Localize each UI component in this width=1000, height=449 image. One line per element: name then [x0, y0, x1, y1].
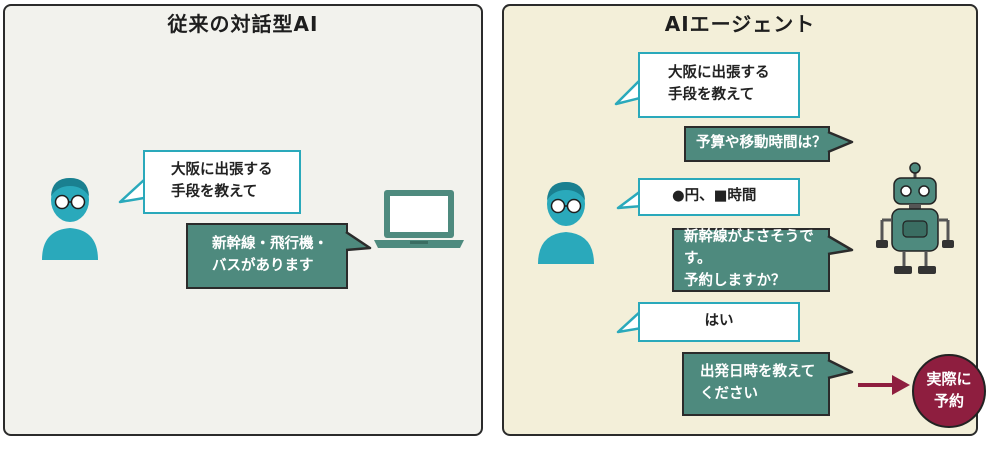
ai-reply-bubble: 新幹線・飛行機・ バスがあります [186, 223, 348, 289]
chat-message-text: 予算や移動時間は？ [696, 135, 827, 152]
laptop-icon [374, 190, 464, 248]
chat-message-text: はい [704, 313, 734, 330]
bubble-tail [614, 79, 641, 106]
bubble-tail [827, 130, 854, 154]
bubble-tail [827, 234, 854, 256]
conventional-ai-title: 従来の対話型AI [167, 12, 319, 36]
chat-message-user: はい [638, 302, 800, 342]
reserve-action-label: 実際に 予約 [926, 370, 972, 410]
ai-agent-title: AIエージェント [664, 12, 816, 36]
arrow-right-icon [858, 375, 910, 395]
reserve-action-badge: 実際に 予約 [912, 354, 986, 428]
chat-message-agent: 出発日時を教えて ください [682, 352, 830, 416]
bubble-tail [345, 230, 372, 252]
bubble-tail [616, 309, 643, 334]
chat-message-agent: 新幹線がよさそうです。 予約しますか？ [672, 228, 830, 292]
user-message-bubble: 大阪に出張する 手段を教えて [143, 150, 301, 214]
bubble-tail [118, 179, 145, 204]
person-icon [538, 182, 594, 264]
bubble-tail [616, 189, 643, 210]
ai-reply-text: 新幹線・飛行機・ バスがあります [212, 236, 328, 274]
robot-icon [876, 162, 954, 274]
chat-message-user: 大阪に出張する 手段を教えて [638, 52, 800, 118]
bubble-tail [827, 358, 854, 380]
chat-message-user: ●円、■時間 [638, 178, 800, 216]
chat-message-text: 新幹線がよさそうです。 予約しますか？ [684, 229, 814, 289]
chat-message-text: ●円、■時間 [672, 188, 757, 205]
user-message-text: 大阪に出張する 手段を教えて [171, 162, 273, 200]
person-icon [42, 178, 98, 260]
chat-message-agent: 予算や移動時間は？ [684, 126, 830, 162]
chat-message-text: 出発日時を教えて ください [700, 364, 816, 402]
chat-message-text: 大阪に出張する 手段を教えて [668, 65, 770, 103]
